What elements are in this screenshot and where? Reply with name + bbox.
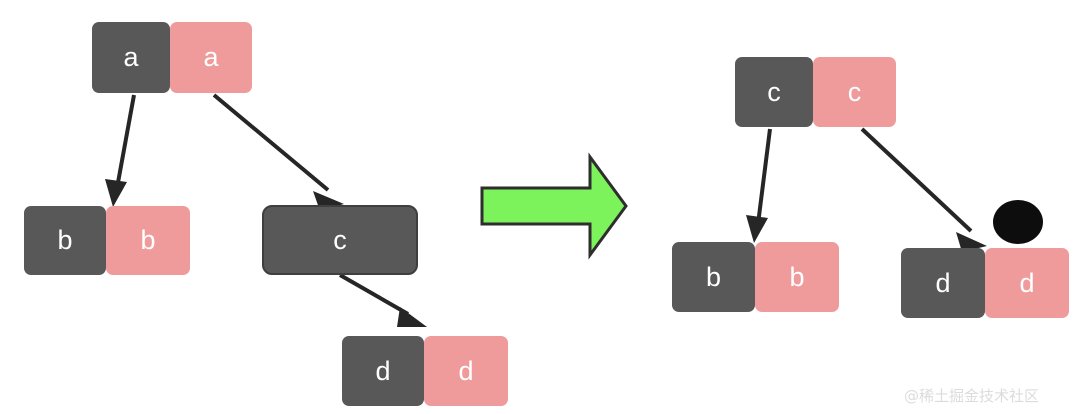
- node-c-value-after: c: [813, 57, 896, 127]
- node-a-key-label: a: [123, 42, 139, 72]
- edge-c-to-d: [339, 273, 427, 327]
- node-c-value-after-label: c: [847, 76, 862, 107]
- node-d-key: d: [342, 336, 424, 406]
- node-d-value-after-label: d: [1019, 267, 1035, 298]
- node-b-key-after-label: b: [705, 261, 722, 292]
- node-d-value: d: [424, 336, 508, 406]
- watermark: @稀土掘金技术社区: [904, 387, 1040, 405]
- node-c-merged-label: c: [333, 224, 347, 255]
- edge-a-to-c: [212, 93, 344, 211]
- node-d-key-label: d: [375, 355, 391, 386]
- node-a-key: a: [92, 22, 170, 93]
- node-d-key-after-label: d: [935, 267, 951, 298]
- edge-c-to-d-after: [860, 127, 987, 252]
- node-d-value-after: d: [985, 248, 1069, 318]
- edge-a-to-b: [105, 94, 136, 207]
- node-c-key-after: c: [735, 57, 813, 127]
- node-b-value: b: [106, 206, 190, 275]
- node-d-value-label: d: [458, 355, 474, 386]
- node-b-value-after-label: b: [789, 261, 805, 292]
- node-a-value-label: a: [203, 42, 219, 72]
- null-dot-icon: [993, 200, 1043, 244]
- node-c-merged: c: [262, 205, 418, 275]
- node-b-key: b: [24, 206, 106, 275]
- node-b-key-after: b: [672, 242, 755, 312]
- node-b-value-after: b: [755, 242, 839, 312]
- node-a-value: a: [170, 22, 252, 93]
- node-b-value-label: b: [140, 225, 156, 255]
- node-b-key-label: b: [57, 225, 73, 255]
- node-d-key-after: d: [901, 248, 985, 318]
- right-arrow-icon: [480, 152, 628, 260]
- node-c-key-after-label: c: [767, 76, 781, 107]
- edge-c-to-b: [746, 128, 772, 243]
